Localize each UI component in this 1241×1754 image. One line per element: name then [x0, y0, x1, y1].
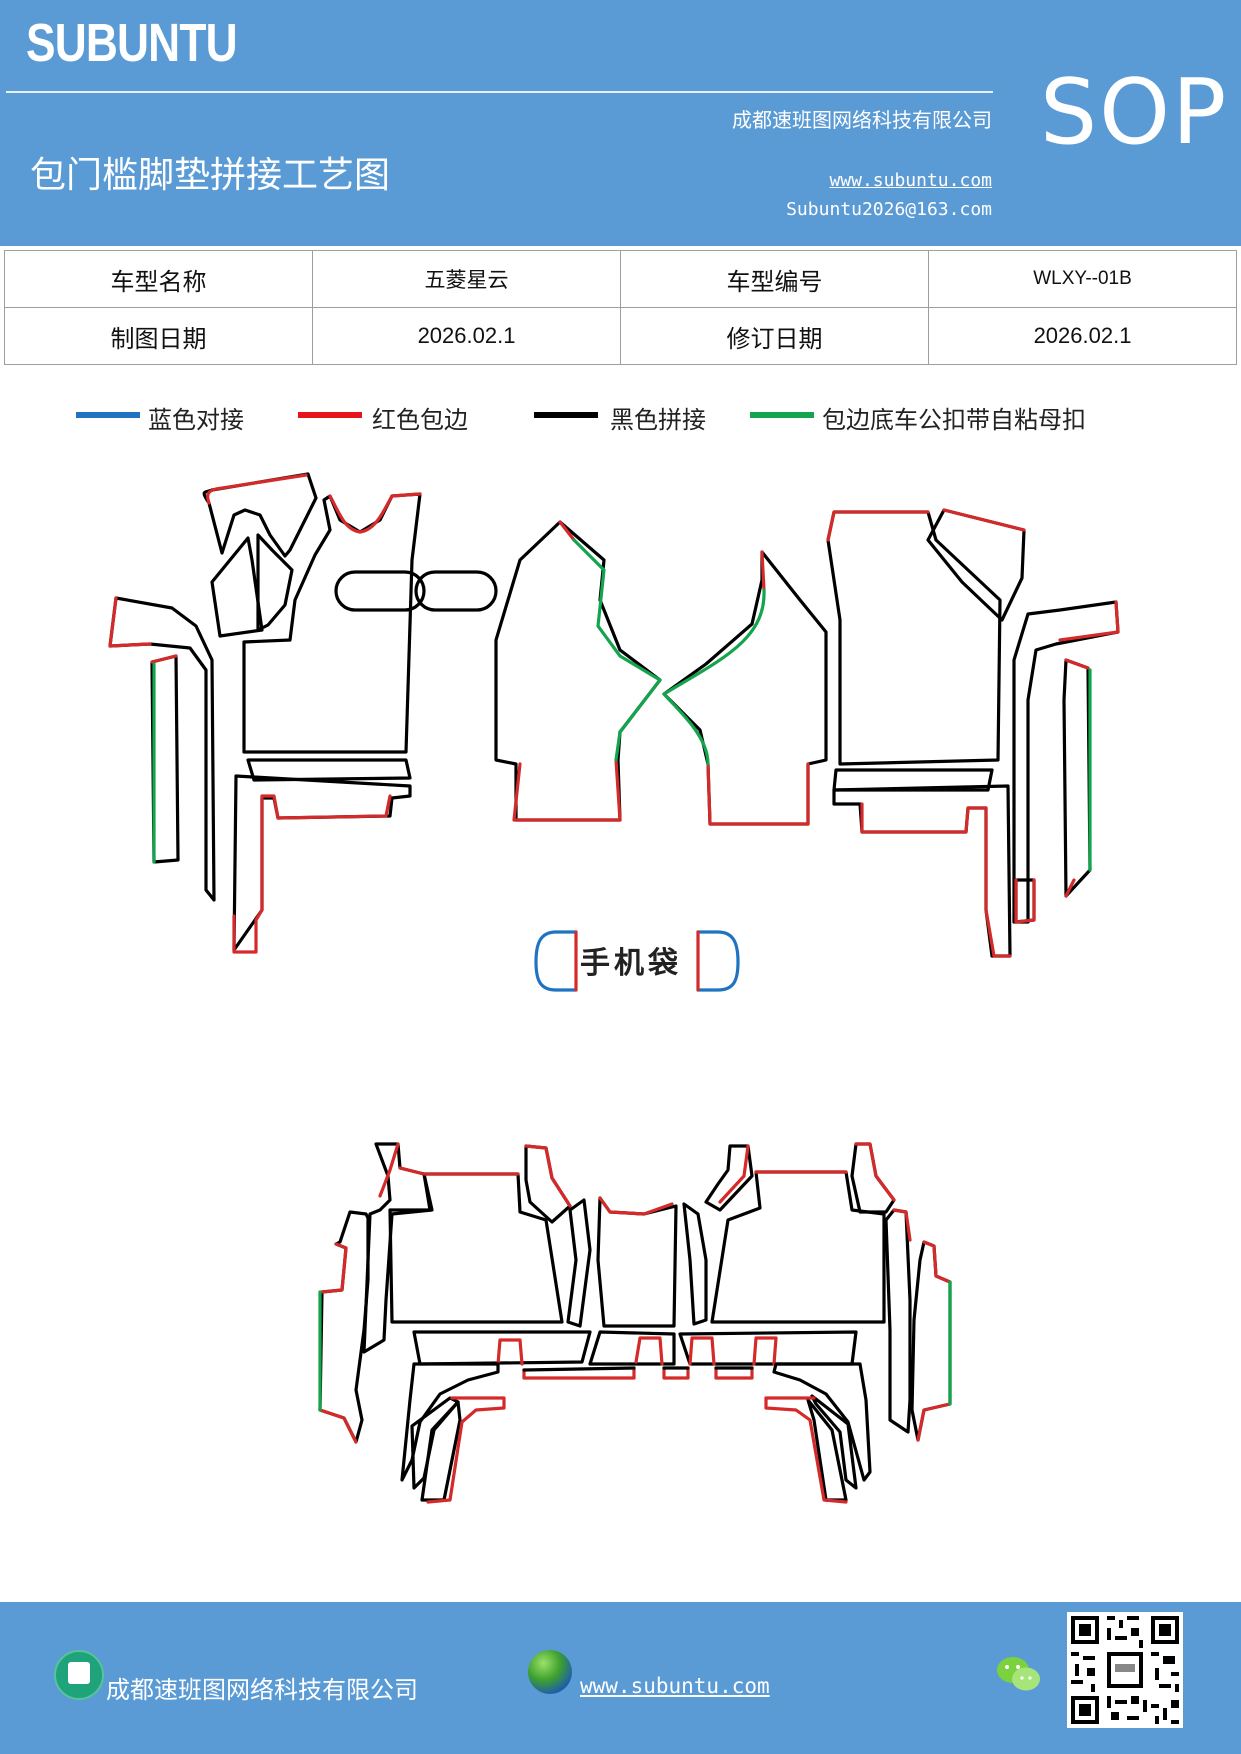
- mat-piece: [150, 654, 180, 864]
- model-name-value: 五菱星云: [312, 250, 621, 308]
- brand-logo: SUBUNTU: [26, 13, 238, 73]
- mat-piece: [210, 536, 264, 638]
- legend-swatch-red: [298, 412, 362, 418]
- draw-date-label: 制图日期: [4, 307, 313, 365]
- legend-label-blue: 蓝色对接: [148, 406, 244, 434]
- page-title: 包门槛脚垫拼接工艺图: [30, 155, 391, 196]
- mat-piece: [334, 570, 426, 612]
- mat-piece: [682, 1202, 708, 1326]
- mat-piece: [246, 758, 412, 782]
- mat-edge-red: [378, 1142, 426, 1198]
- mat-piece: [566, 1198, 592, 1328]
- mat-edge-red: [1058, 600, 1120, 642]
- mat-piece: [826, 510, 1002, 766]
- legend-label-red: 红色包边: [372, 406, 468, 434]
- mat-piece: [494, 520, 662, 822]
- mat-edge-red: [764, 1396, 848, 1504]
- phone-bag-right: [696, 930, 740, 992]
- mat-piece: [108, 596, 216, 902]
- mat-edge-red: [598, 1196, 674, 1216]
- header-banner: [0, 0, 1241, 246]
- upper-left-mats: [108, 472, 498, 954]
- mat-piece: [810, 1394, 858, 1490]
- mat-piece: [420, 1400, 462, 1502]
- wechat-icon[interactable]: [996, 1654, 1042, 1694]
- mat-edge-red: [328, 492, 422, 534]
- legend-label-green: 包边底车公扣带自粘母扣: [822, 406, 1086, 434]
- mat-edge-red: [558, 520, 576, 542]
- mat-edge-red: [854, 1142, 896, 1202]
- legend-swatch-green: [750, 412, 814, 418]
- table-row: 制图日期 2026.02.1 修订日期 2026.02.1: [4, 307, 1237, 365]
- mat-edge-red: [150, 654, 178, 664]
- mat-edge-green: [662, 588, 766, 766]
- mat-piece: [522, 1366, 754, 1372]
- mat-piece: [596, 1196, 678, 1328]
- revise-date-value: 2026.02.1: [928, 307, 1237, 365]
- mat-piece: [414, 570, 498, 612]
- mat-piece: [388, 1172, 564, 1324]
- model-code-label: 车型编号: [620, 250, 929, 308]
- mat-edge-red: [318, 1242, 358, 1444]
- phone-bag-label: 手机袋: [580, 946, 682, 981]
- mat-edge-red: [524, 1144, 572, 1208]
- mat-piece: [832, 768, 994, 792]
- mat-edge-red: [1064, 658, 1090, 898]
- mat-piece: [256, 533, 294, 632]
- legend-label-black: 黑色拼接: [610, 406, 706, 434]
- model-name-label: 车型名称: [4, 250, 313, 308]
- qr-code[interactable]: [1067, 1612, 1183, 1728]
- mat-edge-red: [916, 1240, 952, 1442]
- table-row: 车型名称 五菱星云 车型编号 WLXY--01B: [4, 250, 1237, 308]
- mat-edge-red: [108, 596, 152, 648]
- lower-mats: [318, 1142, 952, 1504]
- footer-website-link[interactable]: www.subuntu.com: [580, 1674, 770, 1698]
- mat-piece: [662, 550, 828, 826]
- mat-edge-red: [718, 1144, 750, 1204]
- phone-bag-left: [534, 930, 578, 992]
- mat-edge-red: [496, 1336, 778, 1380]
- sop-label: SOP: [1040, 60, 1229, 165]
- mat-edge-red: [760, 550, 766, 592]
- header-website-link[interactable]: www.subuntu.com: [829, 170, 992, 191]
- upper-right-mats: [826, 508, 1120, 958]
- mat-piece: [400, 1362, 500, 1482]
- mat-edge-red: [426, 1396, 506, 1504]
- footer-company: 成都速班图网络科技有限公司: [106, 1676, 418, 1704]
- mat-piece: [1062, 658, 1092, 898]
- legend-swatch-black: [534, 412, 598, 418]
- header-email[interactable]: Subuntu2026@163.com: [786, 199, 992, 220]
- globe-icon: [528, 1650, 572, 1694]
- mat-piece: [588, 1330, 676, 1366]
- mat-edge-red: [206, 473, 308, 505]
- mat-piece: [710, 1170, 886, 1324]
- mat-piece: [910, 1240, 952, 1442]
- mat-edge-red: [512, 758, 622, 822]
- mat-piece: [412, 1330, 592, 1366]
- mat-edge-red: [826, 510, 930, 542]
- header-divider: [6, 91, 993, 93]
- mat-piece: [704, 1144, 754, 1212]
- mat-edge-red: [706, 762, 810, 826]
- mat-edge-red: [1014, 878, 1036, 924]
- legend-swatch-blue: [76, 412, 140, 418]
- mat-piece: [202, 472, 318, 558]
- mat-piece: [772, 1362, 872, 1482]
- revise-date-label: 修订日期: [620, 307, 929, 365]
- mat-edge-red: [892, 1208, 912, 1242]
- phone-bag-mark: [534, 930, 740, 992]
- mat-piece: [884, 1208, 912, 1434]
- mat-edge-red: [860, 802, 1012, 958]
- building-icon: [54, 1650, 104, 1700]
- header-company: 成都速班图网络科技有限公司: [732, 108, 992, 132]
- mat-edge-red: [942, 508, 1026, 532]
- center-mats: [494, 520, 828, 826]
- mat-edge-green: [572, 538, 662, 762]
- mat-piece: [1014, 878, 1036, 924]
- model-code-value: WLXY--01B: [928, 250, 1237, 308]
- mat-edge-red: [232, 794, 392, 954]
- draw-date-value: 2026.02.1: [312, 307, 621, 365]
- info-table: 车型名称 五菱星云 车型编号 WLXY--01B 制图日期 2026.02.1 …: [4, 250, 1237, 365]
